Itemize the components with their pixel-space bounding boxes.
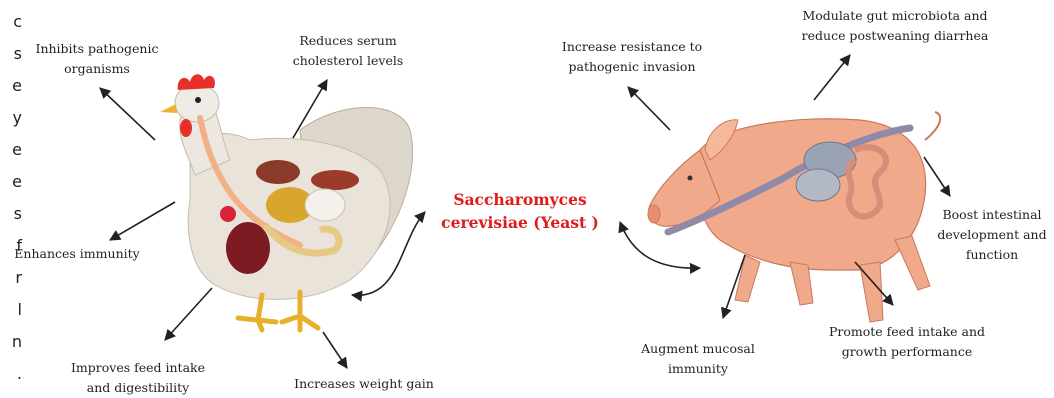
label-line: Improves feed intake [58, 358, 218, 378]
arrow-feed [165, 288, 212, 340]
label-modulate-microbiota: Modulate gut microbiota and reduce postw… [790, 6, 1000, 46]
label-promote-growth: Promote feed intake and growth performan… [812, 322, 1002, 362]
yeast-title-line2: cerevisiae (Yeast ) [435, 211, 605, 234]
yeast-title: Saccharomyces cerevisiae (Yeast ) [435, 188, 605, 234]
arrow-immunity [110, 202, 175, 240]
arrow-resistance [628, 87, 670, 130]
label-reduces-cholesterol: Reduces serum cholesterol levels [278, 31, 418, 71]
label-boost-intestinal: Boost intestinal development and functio… [930, 205, 1054, 265]
label-augment-mucosal: Augment mucosal immunity [628, 339, 768, 379]
label-line: Modulate gut microbiota and [790, 6, 1000, 26]
label-line: immunity [628, 359, 768, 379]
label-line: Increase resistance to [552, 37, 712, 57]
label-line: growth performance [812, 342, 1002, 362]
label-improves-feed: Improves feed intake and digestibility [58, 358, 218, 398]
pig-illustration [648, 112, 940, 322]
label-line: Reduces serum [278, 31, 418, 51]
label-line: development and [930, 225, 1054, 245]
label-line: Boost intestinal [930, 205, 1054, 225]
label-inhibits-pathogenic: Inhibits pathogenic organisms [22, 39, 172, 79]
label-line: Enhances immunity [12, 244, 142, 264]
label-line: Augment mucosal [628, 339, 768, 359]
arrow-yeast-pig [620, 222, 700, 268]
label-increase-resistance: Increase resistance to pathogenic invasi… [552, 37, 712, 77]
label-line: pathogenic invasion [552, 57, 712, 77]
yeast-title-line1: Saccharomyces [435, 188, 605, 211]
label-line: reduce postweaning diarrhea [790, 26, 1000, 46]
arrow-inhibits [100, 88, 155, 140]
label-line: and digestibility [58, 378, 218, 398]
label-line: Promote feed intake and [812, 322, 1002, 342]
label-increases-weight: Increases weight gain [284, 374, 444, 394]
label-enhances-immunity: Enhances immunity [12, 244, 142, 264]
label-line: organisms [22, 59, 172, 79]
label-line: Inhibits pathogenic [22, 39, 172, 59]
label-line: function [930, 245, 1054, 265]
arrow-intestinal [924, 157, 950, 196]
label-line: cholesterol levels [278, 51, 418, 71]
arrow-microbiota [814, 55, 850, 100]
arrow-weight [323, 332, 347, 368]
label-line: Increases weight gain [284, 374, 444, 394]
